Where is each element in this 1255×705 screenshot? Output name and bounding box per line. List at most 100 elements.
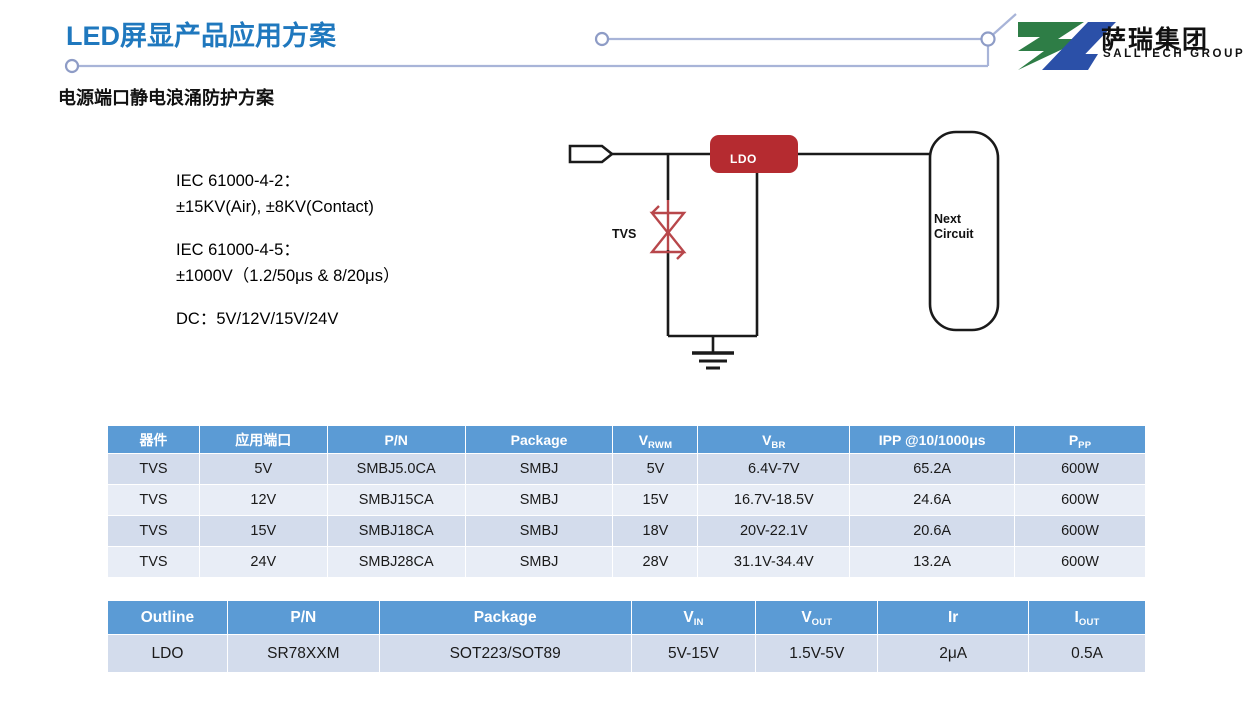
tvs-cell-0-2: SMBJ5.0CA xyxy=(326,453,466,485)
next-circuit-label-line1: Next xyxy=(934,212,962,226)
circuit-diagram xyxy=(568,130,1000,370)
page-title: LED屏显产品应用方案 xyxy=(66,21,336,51)
tvs-cell-2-1: 15V xyxy=(198,515,328,547)
ground-icon xyxy=(692,351,734,370)
ldo-header-1: P/N xyxy=(226,600,380,635)
tvs-header-text-5: V xyxy=(762,431,772,448)
tvs-cell-2-6: 20.6A xyxy=(849,515,1016,547)
ldo-cell-0-4: 1.5V-5V xyxy=(755,634,879,673)
tvs-cell-2-5: 20V-22.1V xyxy=(697,515,851,547)
input-connector-icon xyxy=(568,144,615,164)
tvs-header-sub-5: BR xyxy=(771,439,786,451)
next-circuit-label: Next Circuit xyxy=(934,212,974,242)
ldo-header-text-2: Package xyxy=(473,608,537,626)
tvs-cell-3-5: 31.1V-34.4V xyxy=(697,546,851,578)
tvs-cell-2-0: TVS xyxy=(107,515,200,547)
tvs-cell-1-3: SMBJ xyxy=(464,484,614,516)
tvs-cell-0-3: SMBJ xyxy=(464,453,614,485)
tvs-header-text-4: V xyxy=(638,431,649,448)
tvs-header-0: 器件 xyxy=(107,425,200,454)
tvs-cell-3-4: 28V xyxy=(612,546,699,578)
tvs-diode-icon xyxy=(649,200,687,260)
tvs-header-text-3: Package xyxy=(510,431,568,448)
next-circuit-block xyxy=(928,130,1000,332)
tvs-header-2: P/N xyxy=(326,425,466,454)
tvs-cell-0-1: 5V xyxy=(198,453,328,485)
tvs-cell-3-1: 24V xyxy=(198,546,328,578)
tvs-label: TVS xyxy=(612,227,637,241)
tvs-cell-3-2: SMBJ28CA xyxy=(326,546,466,578)
spec-line-5: DC：5V/12V/15V/24V xyxy=(176,310,339,328)
tvs-cell-0-7: 600W xyxy=(1014,453,1146,485)
tvs-header-4: VRWM xyxy=(612,425,699,454)
tvs-cell-3-7: 600W xyxy=(1014,546,1146,578)
tvs-cell-2-4: 18V xyxy=(612,515,699,547)
ldo-label: LDO xyxy=(730,152,757,166)
company-name-en: SALLTECH GROUP xyxy=(1103,48,1246,60)
tvs-header-text-2: P/N xyxy=(384,431,408,448)
company-name-cn: 萨瑞集团 xyxy=(1101,26,1210,54)
tvs-header-text-6: IPP @10/1000μs xyxy=(878,431,986,448)
tvs-cell-0-6: 65.2A xyxy=(849,453,1016,485)
spec-line-2: ±15KV(Air), ±8KV(Contact) xyxy=(176,198,374,216)
tvs-header-6: IPP @10/1000μs xyxy=(849,425,1016,454)
spec-line-4: ±1000V（1.2/50μs & 8/20μs） xyxy=(176,267,400,285)
section-subtitle: 电源端口静电浪涌防护方案 xyxy=(58,88,274,108)
ldo-cell-0-2: SOT223/SOT89 xyxy=(378,634,632,673)
ldo-header-4: VOUT xyxy=(755,600,879,635)
ldo-block xyxy=(710,135,798,173)
tvs-header-sub-7: PP xyxy=(1078,439,1092,451)
ldo-header-text-5: Ir xyxy=(947,608,959,626)
ldo-cell-0-5: 2μA xyxy=(877,634,1030,673)
tvs-cell-3-0: TVS xyxy=(107,546,200,578)
ldo-header-2: Package xyxy=(378,600,632,635)
tvs-cell-2-7: 600W xyxy=(1014,515,1146,547)
spec-text-block: IEC 61000-4-2： ±15KV(Air), ±8KV(Contact)… xyxy=(176,168,399,332)
ldo-cell-0-0: LDO xyxy=(107,634,228,673)
ldo-header-6: IOUT xyxy=(1028,600,1146,635)
ldo-header-0: Outline xyxy=(107,600,228,635)
ldo-header-3: VIN xyxy=(630,600,757,635)
ldo-header-sub-4: OUT xyxy=(811,616,833,628)
tvs-header-5: VBR xyxy=(697,425,851,454)
spec-line-1: IEC 61000-4-2： xyxy=(176,172,300,190)
ldo-header-sub-3: IN xyxy=(693,616,704,628)
next-circuit-label-line2: Circuit xyxy=(934,227,974,241)
tvs-cell-0-4: 5V xyxy=(612,453,699,485)
tvs-cell-0-5: 6.4V-7V xyxy=(697,453,851,485)
tvs-cell-1-2: SMBJ15CA xyxy=(326,484,466,516)
tvs-cell-3-6: 13.2A xyxy=(849,546,1016,578)
tvs-cell-1-1: 12V xyxy=(198,484,328,516)
ldo-header-text-3: V xyxy=(683,608,694,626)
ldo-cell-0-3: 5V-15V xyxy=(630,634,757,673)
tvs-header-7: PPP xyxy=(1014,425,1146,454)
ldo-header-text-4: V xyxy=(801,608,812,626)
tvs-cell-0-0: TVS xyxy=(107,453,200,485)
tvs-cell-1-5: 16.7V-18.5V xyxy=(697,484,851,516)
tvs-cell-1-7: 600W xyxy=(1014,484,1146,516)
tvs-cell-1-4: 15V xyxy=(612,484,699,516)
ldo-cell-0-1: SR78XXM xyxy=(226,634,380,673)
spec-line-3: IEC 61000-4-5： xyxy=(176,241,300,259)
tvs-cell-2-2: SMBJ18CA xyxy=(326,515,466,547)
company-logo-mark xyxy=(1018,22,1116,70)
tvs-header-sub-4: RWM xyxy=(648,439,673,451)
tvs-header-3: Package xyxy=(464,425,614,454)
ldo-header-sub-6: OUT xyxy=(1078,616,1100,628)
tvs-cell-1-0: TVS xyxy=(107,484,200,516)
ldo-header-text-6: I xyxy=(1074,608,1079,626)
ldo-header-text-0: Outline xyxy=(140,608,195,626)
tvs-header-text-1: 应用端口 xyxy=(235,431,292,448)
tvs-cell-1-6: 24.6A xyxy=(849,484,1016,516)
tvs-cell-2-3: SMBJ xyxy=(464,515,614,547)
tvs-header-text-7: P xyxy=(1068,431,1079,448)
